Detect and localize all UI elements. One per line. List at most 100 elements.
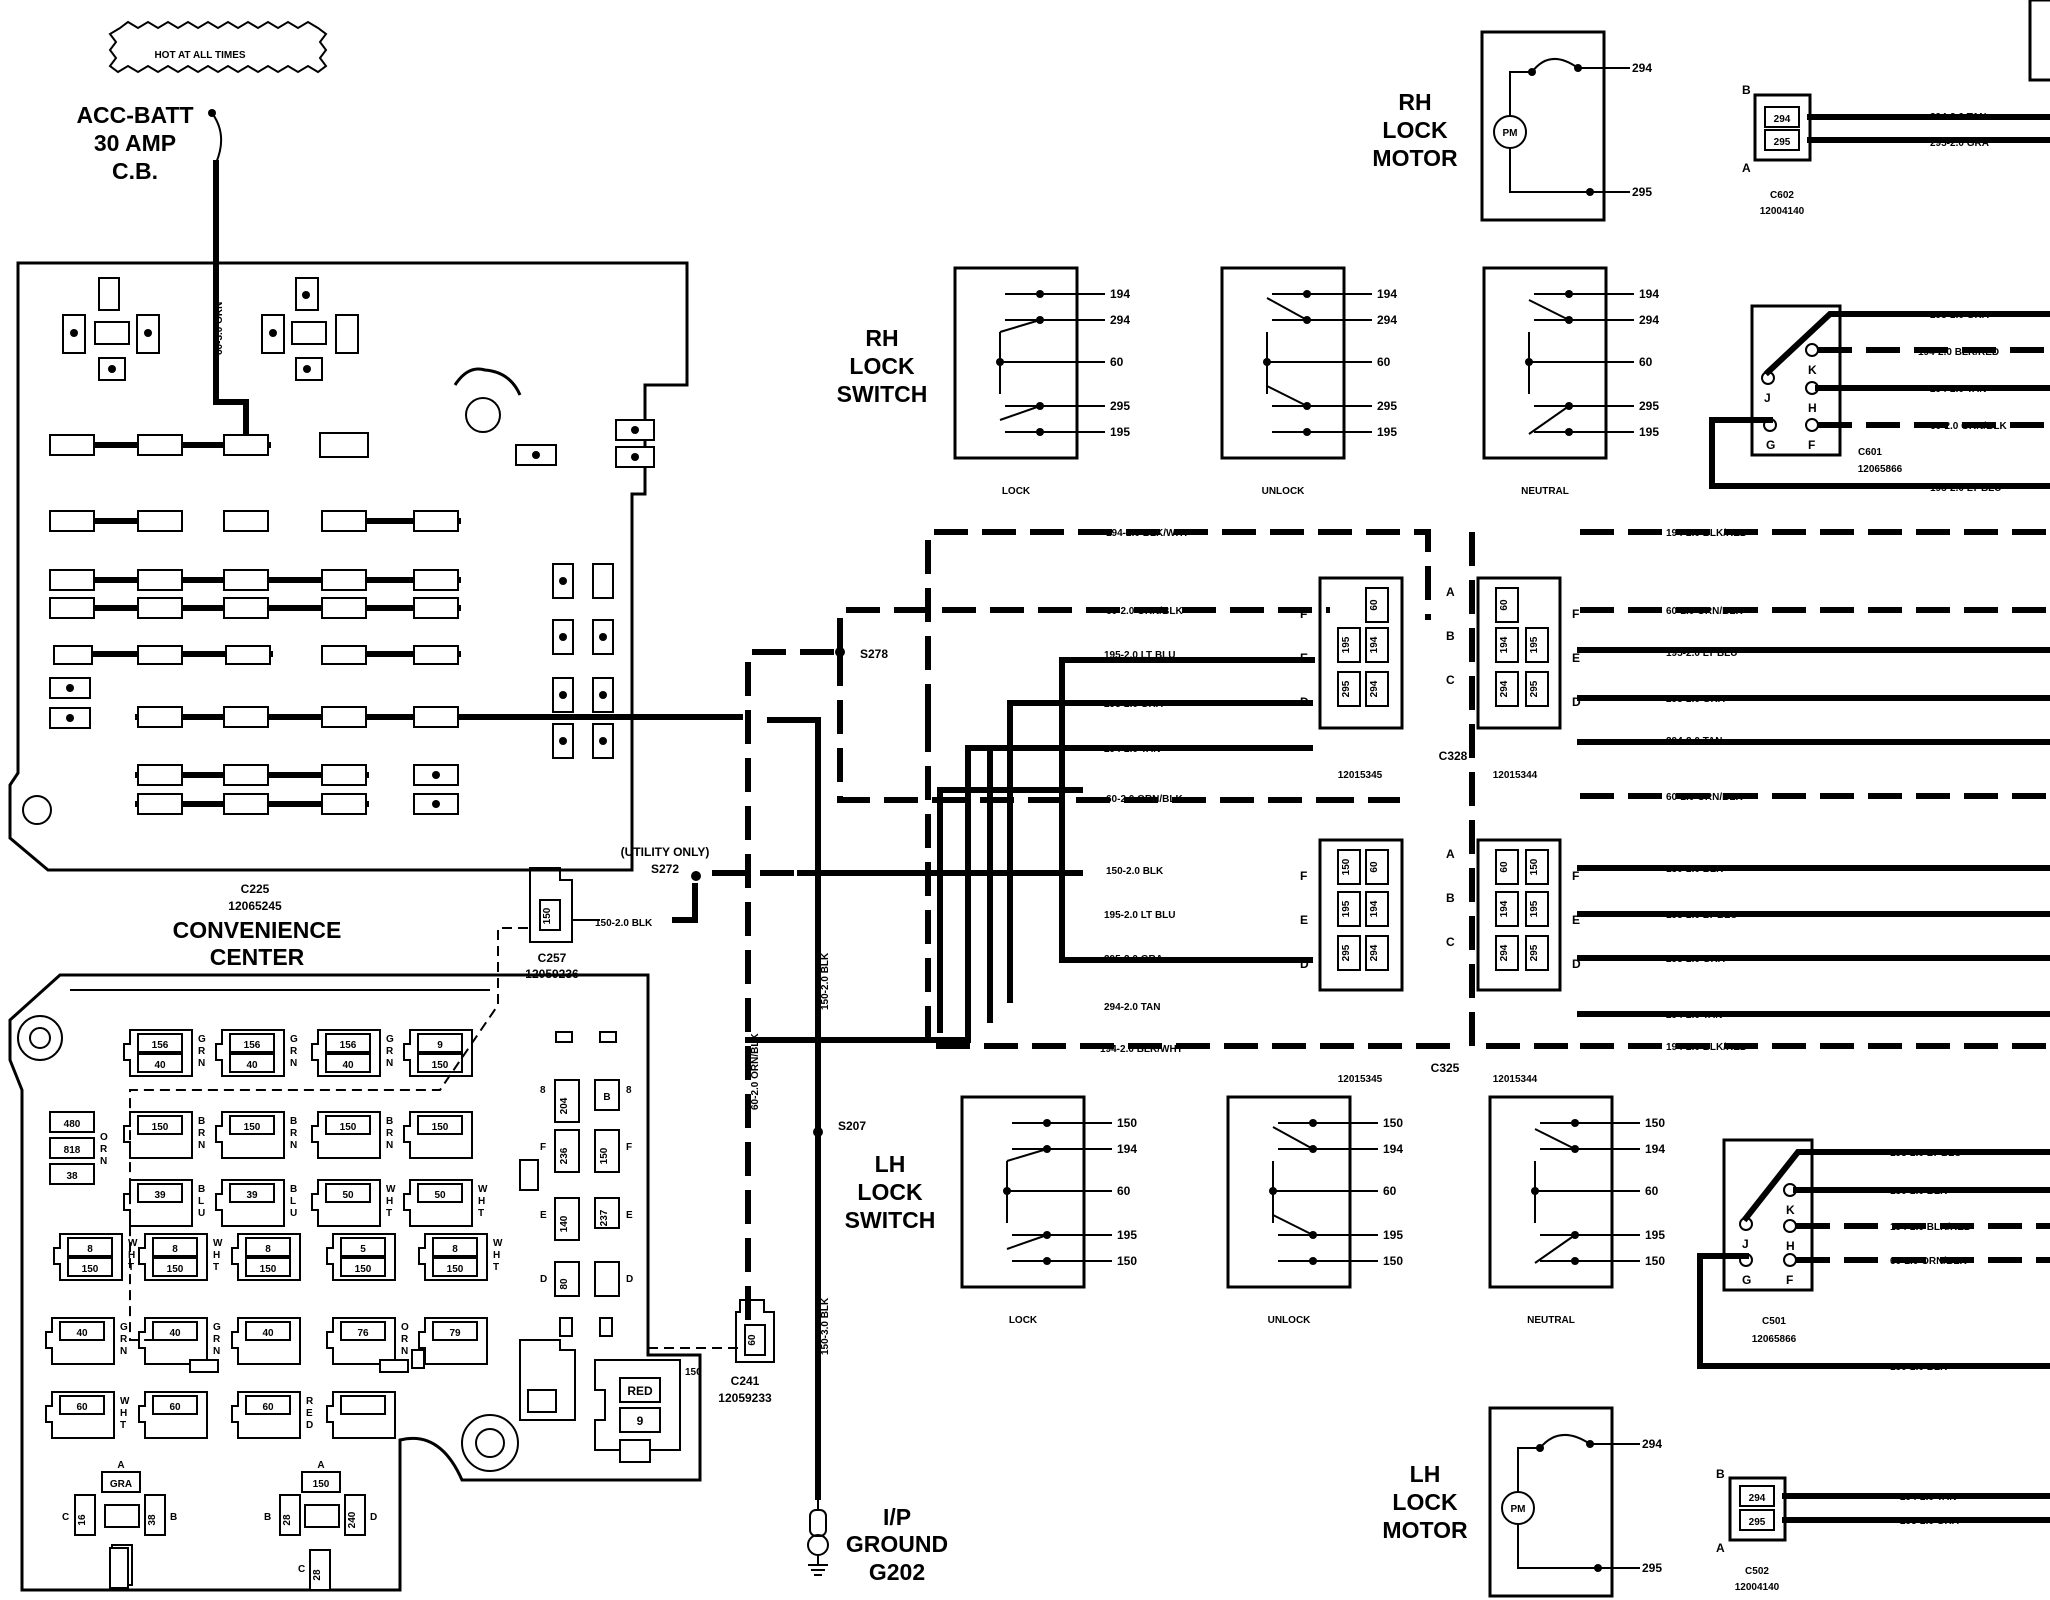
- lh-switch-title-3: SWITCH: [845, 1207, 936, 1233]
- pin-cavity: [1525, 849, 1549, 885]
- pin-letter: K: [1808, 363, 1817, 377]
- wire-label: 295-2.0 GRA: [1104, 699, 1163, 710]
- wire-label: 60-2.0 ORN/BLK: [1930, 421, 2007, 432]
- cavity-outline: [123, 1111, 193, 1159]
- harness-wire: [1741, 1149, 2050, 1223]
- c257-wire-label: 150-2.0 BLK: [595, 918, 653, 929]
- c241-pin: 60: [747, 1334, 758, 1346]
- c325-part-right: 12015344: [1493, 1074, 1538, 1085]
- switch-arm: [999, 405, 1041, 421]
- cavity-label: 60: [169, 1402, 181, 1413]
- feed-wire: [213, 160, 249, 443]
- wire-color-letter: N: [290, 1058, 297, 1069]
- switch-arm: [1266, 297, 1308, 321]
- contact: [1309, 1119, 1317, 1127]
- wire-label: 194-2.0 BLK/RED: [1918, 347, 1999, 358]
- cavity-outline: [138, 1317, 208, 1365]
- contact: [1565, 428, 1573, 436]
- c325-label: C325: [1431, 1061, 1460, 1075]
- contact: [1571, 1257, 1579, 1265]
- wire-color-letter: B: [198, 1184, 205, 1195]
- cavity-outline: [215, 1029, 285, 1077]
- wire-color-letter: N: [213, 1346, 220, 1357]
- pin-cavity: [1525, 627, 1549, 663]
- relay-socket-right: [261, 277, 359, 381]
- wire-label: 60-2.0 ORN/BLK: [1106, 606, 1183, 617]
- switch-pin-label: 150: [1645, 1116, 1665, 1130]
- wire-label: 195-2.0 LT BLU: [1104, 650, 1176, 661]
- cavity-outline: [215, 1179, 285, 1227]
- contact: [1036, 428, 1044, 436]
- rh-lock-motor: RH LOCK MOTOR PM 294 295: [1372, 30, 1652, 222]
- pin-cavity-label: 295: [1529, 944, 1540, 961]
- pin-cavity: [1337, 671, 1361, 707]
- contact: [1309, 1257, 1317, 1265]
- cavity: [340, 1321, 386, 1341]
- wire-color-letter: T: [493, 1262, 499, 1273]
- harness-wire: [1763, 311, 2050, 377]
- pin-cavity-label: 60: [1499, 599, 1510, 611]
- pin-cavity: [1365, 849, 1389, 885]
- mounting-hole-inner: [475, 1428, 505, 1458]
- pin-cavity: [1495, 587, 1519, 623]
- harness-wire: [1469, 532, 1580, 1049]
- cavity: [137, 1053, 183, 1073]
- cell-letter: E: [626, 1210, 633, 1221]
- cavity-150: [619, 1407, 661, 1433]
- pin-letter: E: [1572, 913, 1580, 927]
- wire-label: 194-2.0 BLK/RED: [1890, 1222, 1971, 1233]
- cavity: [229, 1033, 275, 1053]
- pin-cavity: [1337, 935, 1361, 971]
- feed-wire-label: 60-3.0 ORN: [214, 302, 225, 355]
- wire-color-letter: R: [386, 1046, 394, 1057]
- cell-letter: C: [298, 1564, 305, 1575]
- cavity: [59, 1395, 105, 1415]
- switch-pin-label: 194: [1383, 1142, 1403, 1156]
- cavity: [49, 1111, 95, 1133]
- cell-label: 28: [312, 1569, 323, 1581]
- pin-letter: F: [1808, 438, 1815, 452]
- cell-label: 236: [559, 1147, 570, 1164]
- cavity-label: 50: [434, 1190, 446, 1201]
- cavity-outline: [45, 1317, 115, 1365]
- pin-cavity-label: 150: [1341, 858, 1352, 875]
- c257-label: C257: [538, 951, 567, 965]
- cavity: [340, 1237, 386, 1257]
- wire-color-letter: N: [100, 1156, 107, 1167]
- cavity-label: 50: [342, 1190, 354, 1201]
- wire-color-letter: W: [120, 1396, 130, 1407]
- cavity-label: 40: [342, 1060, 354, 1071]
- contact: [1565, 290, 1573, 298]
- pin-letter: F: [1300, 607, 1307, 621]
- c241-label: C241: [731, 1374, 760, 1388]
- cavity: [432, 1321, 478, 1341]
- cell-letter: D: [540, 1274, 547, 1285]
- switch-arm: [1534, 1128, 1576, 1150]
- pin-letter: E: [1572, 651, 1580, 665]
- wire-color-letter: L: [290, 1196, 296, 1207]
- wire-color-letter: T: [478, 1208, 484, 1219]
- c328-part-right: 12015344: [1493, 770, 1538, 781]
- relay-socket-left: [62, 277, 160, 381]
- cavity-label: 40: [246, 1060, 258, 1071]
- connector-right-half: [1476, 576, 1562, 730]
- wire-label: 194-2.0 BLK/WHT: [1100, 1044, 1183, 1055]
- cavity-outline: [418, 1233, 488, 1281]
- cavity-label: 150: [82, 1264, 99, 1275]
- cavity-label: 8: [87, 1244, 93, 1255]
- pin-letter: K: [1786, 1203, 1795, 1217]
- pin-cavity-label: 295: [1774, 137, 1791, 148]
- c257-pin: 150: [542, 907, 553, 924]
- cavity-label: 8: [172, 1244, 178, 1255]
- pin-letter: B: [1446, 891, 1455, 905]
- cell-label: 140: [559, 1215, 570, 1232]
- pin-letter: A: [1446, 585, 1455, 599]
- pin-cavity-label: 294: [1749, 1493, 1766, 1504]
- relay-socket-gra: [594, 1359, 681, 1451]
- pin-label: 294: [1632, 61, 1652, 75]
- connector-left-half: [1318, 576, 1404, 730]
- switch-pin-label: 60: [1645, 1184, 1659, 1198]
- pin-cavity-label: 194: [1369, 900, 1380, 917]
